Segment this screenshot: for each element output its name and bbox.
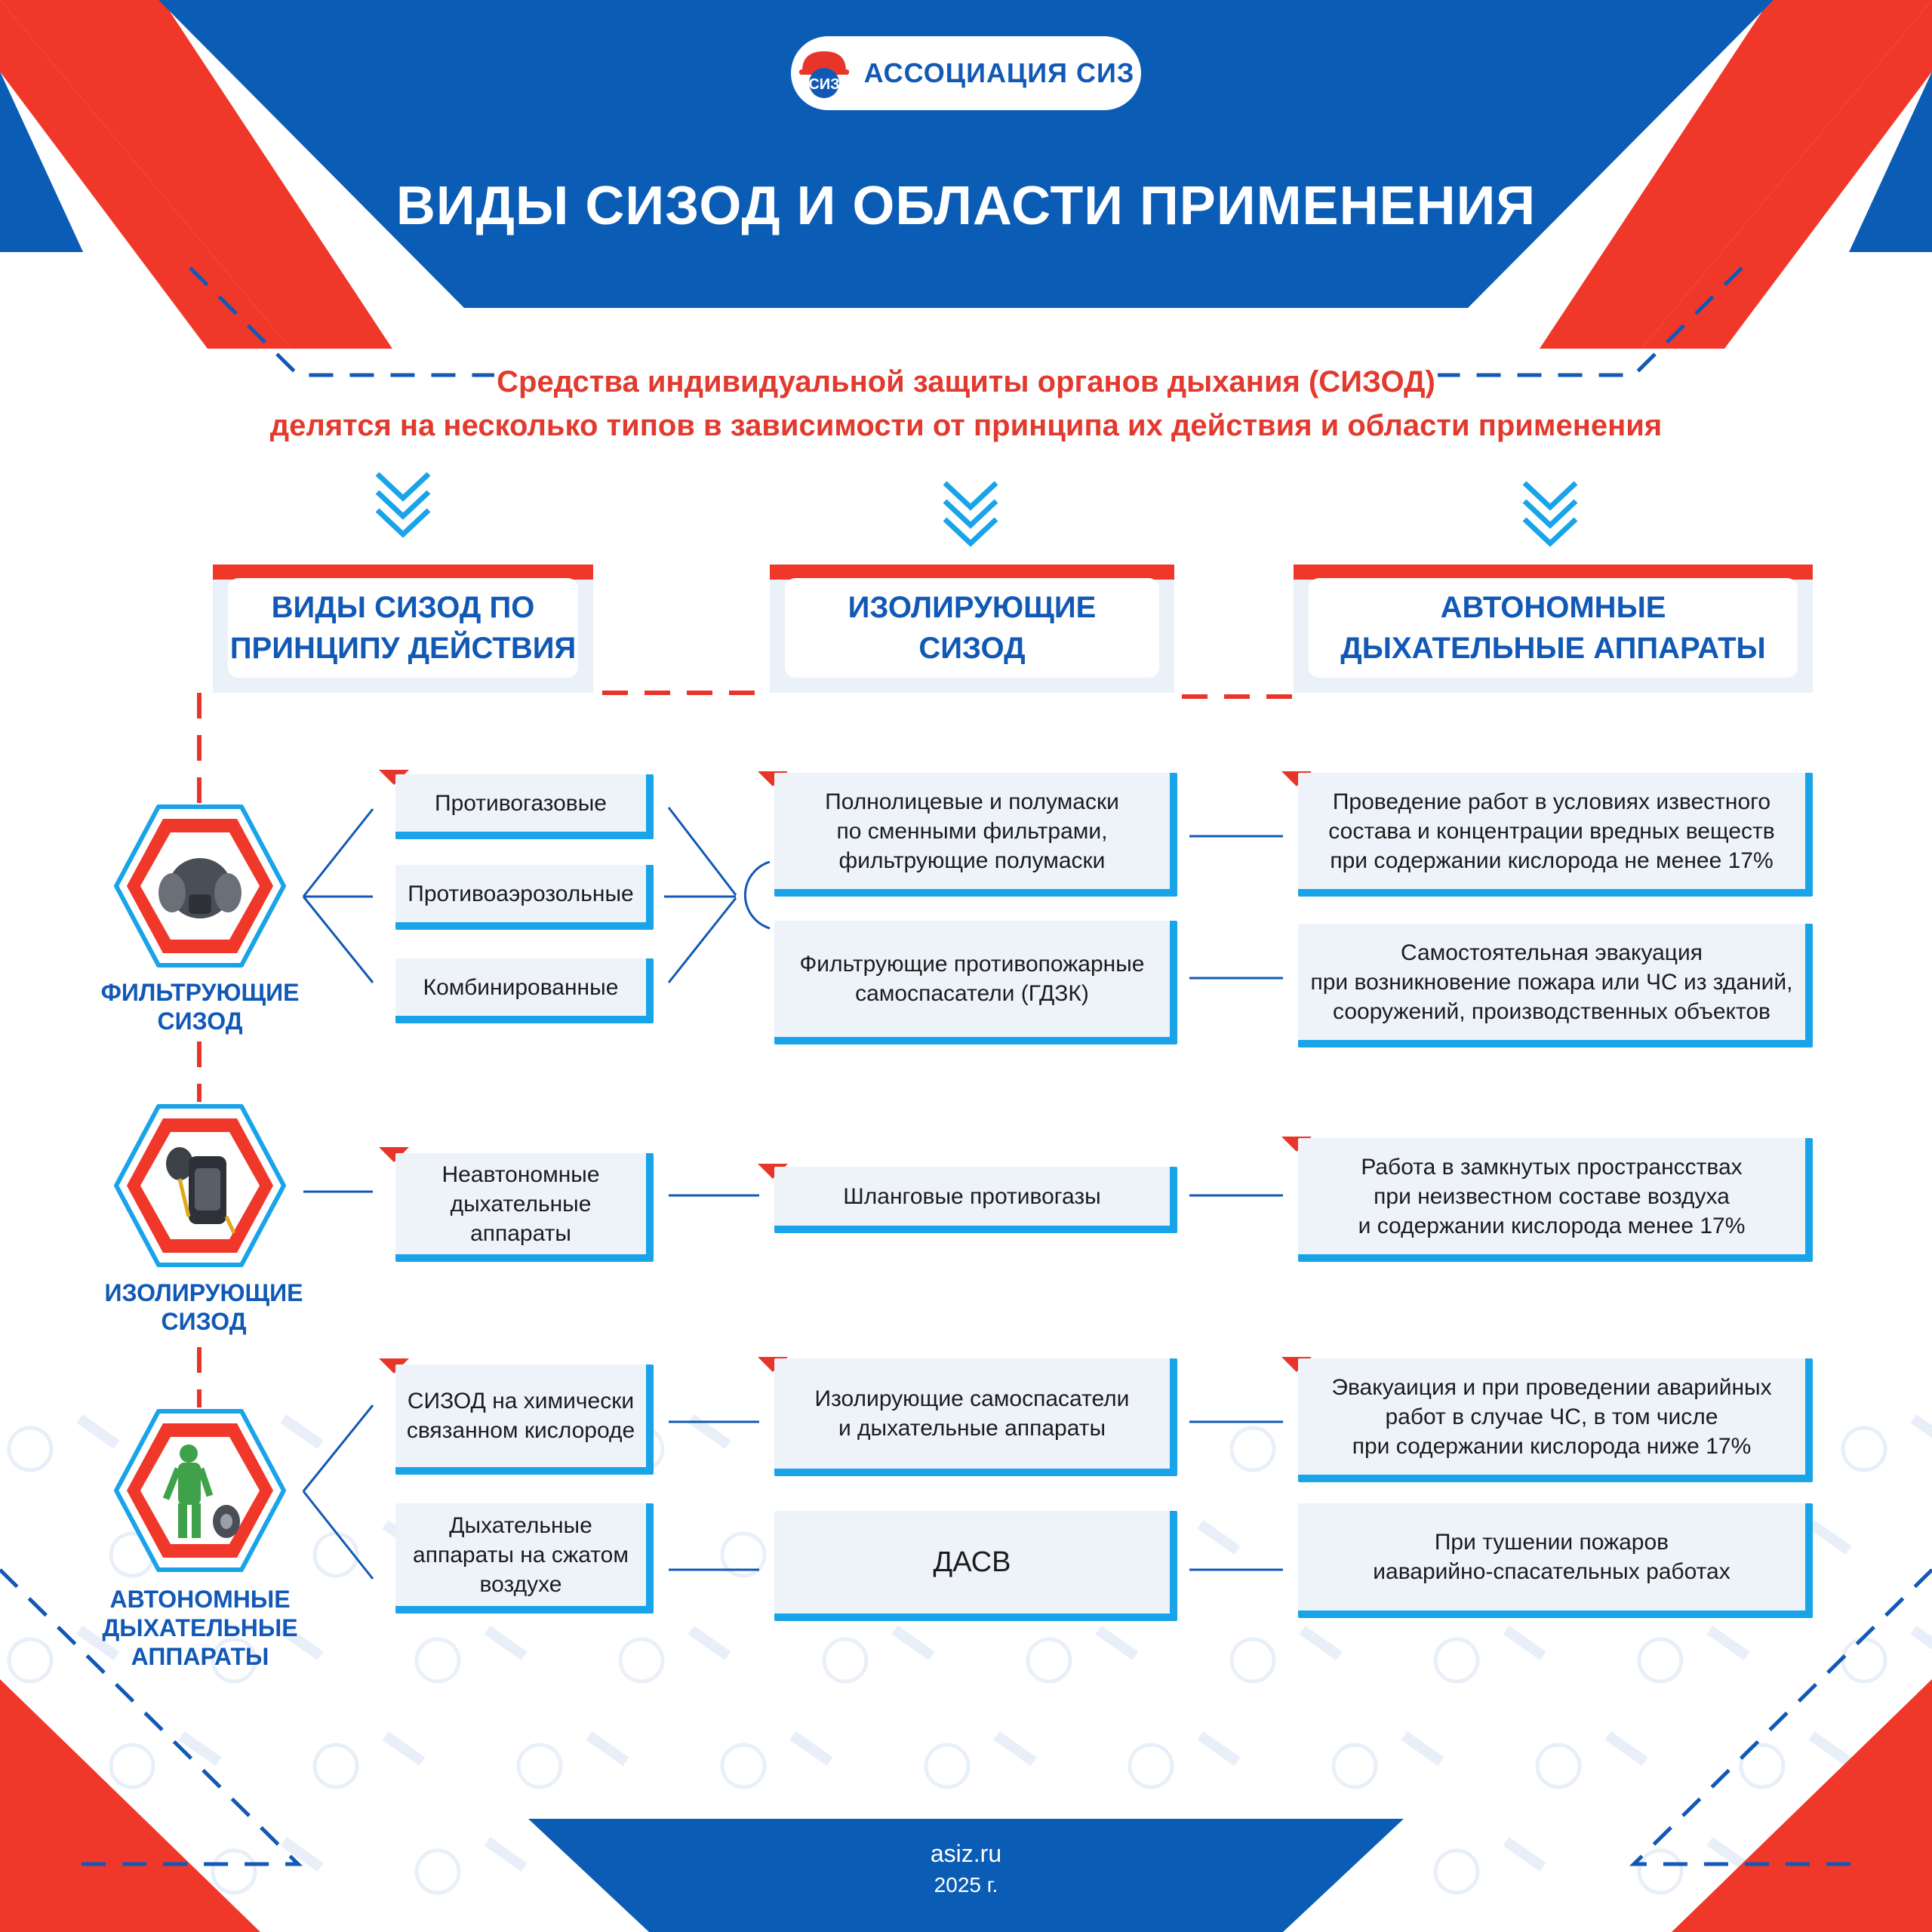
watermark-mark <box>822 1626 935 1684</box>
application-box-evacuation: Самостоятельная эвакуация при возникнове… <box>1298 924 1813 1048</box>
watermark-mark <box>211 1837 324 1895</box>
watermark-mark <box>1433 1837 1546 1895</box>
device-box-hose-masks: Шланговые противогазы <box>774 1167 1177 1233</box>
intro-line-1: Средства индивидуальной защиты органов д… <box>497 365 1435 398</box>
category-label-filtering: ФИЛЬТРУЮЩИЕ СИЗОД <box>100 979 300 1035</box>
device-box-fire-self-rescuers: Фильтрующие противопожарные самоспасател… <box>774 921 1177 1044</box>
page-title: ВИДЫ СИЗОД И ОБЛАСТИ ПРИМЕНЕНИЯ <box>395 176 1537 236</box>
category-label-isolating: ИЗОЛИРУЮЩИЕ СИЗОД <box>104 1279 303 1335</box>
watermark-mark <box>618 1626 731 1684</box>
breathing-apparatus-icon <box>114 1104 286 1267</box>
chevron-down-icon <box>1522 481 1578 547</box>
category-label-autonomous: АВТОНОМНЫЕ ДЫХАТЕЛЬНЫЕ АППАРАТЫ <box>102 1586 298 1670</box>
type-box-combined: Комбинированные <box>395 958 654 1023</box>
watermark-mark <box>1739 1731 1852 1789</box>
watermark-mark <box>109 1731 222 1789</box>
svg-text:СИЗ: СИЗ <box>808 76 839 93</box>
watermark-mark <box>1535 1731 1648 1789</box>
application-box-known-composition: Проведение работ в условиях известного с… <box>1298 773 1813 897</box>
column-header-autonomous: АВТОНОМНЫЕ ДЫХАТЕЛЬНЫЕ АППАРАТЫ <box>1294 565 1813 693</box>
device-box-masks: Полнолицевые и полумаски по сменными фил… <box>774 773 1177 897</box>
type-box-compressed-air: Дыхательные аппараты на сжатом воздухе <box>395 1503 654 1614</box>
brand-name: АССОЦИАЦИЯ СИЗ <box>863 57 1135 88</box>
watermark-mark <box>924 1731 1037 1789</box>
watermark-mark <box>1026 1626 1139 1684</box>
watermark-mark <box>211 1626 324 1684</box>
watermark-mark <box>1637 1626 1750 1684</box>
watermark-mark <box>312 1731 426 1789</box>
footer-site: asiz.ru <box>930 1840 1002 1867</box>
column-header-principle: ВИДЫ СИЗОД ПО ПРИНЦИПУ ДЕЙСТВИЯ <box>213 565 593 693</box>
application-box-firefighting: При тушении пожаров иаварийно-спасательн… <box>1298 1503 1813 1618</box>
watermark-mark <box>414 1837 528 1895</box>
watermark-mark <box>1229 1626 1343 1684</box>
watermark-mark <box>1128 1731 1241 1789</box>
watermark-mark <box>7 1626 120 1684</box>
firefighter-suit-icon <box>114 1409 286 1572</box>
device-box-dasv: ДАСВ <box>774 1511 1177 1621</box>
application-box-emergency: Эвакуаиция и при проведении аварийных ра… <box>1298 1358 1813 1482</box>
watermark-mark <box>516 1731 629 1789</box>
column-header-isolating: ИЗОЛИРУЮЩИЕ СИЗОД <box>770 565 1174 693</box>
device-box-isolating-self-rescuers: Изолирующие самоспасатели и дыхательные … <box>774 1358 1177 1476</box>
watermark-mark <box>414 1626 528 1684</box>
chevron-down-icon <box>943 481 998 547</box>
watermark-mark <box>1331 1731 1444 1789</box>
application-box-confined-spaces: Работа в замкнутых пространсствах при не… <box>1298 1138 1813 1262</box>
watermark-mark <box>1637 1837 1750 1895</box>
type-box-chemical-oxygen: СИЗОД на химически связанном кислороде <box>395 1364 654 1475</box>
brand-logo: СИЗ АССОЦИАЦИЯ СИЗ <box>791 36 1141 110</box>
watermark-mark <box>1433 1626 1546 1684</box>
helmet-logo-icon: СИЗ <box>798 51 849 98</box>
type-box-non-autonomous: Неавтономные дыхательные аппараты <box>395 1153 654 1262</box>
chevron-down-icon <box>375 472 431 538</box>
watermark-mark <box>720 1731 833 1789</box>
watermark-mark <box>7 1414 120 1472</box>
type-box-aerosol: Противоаэрозольные <box>395 865 654 930</box>
intro-line-2: делятся на несколько типов в зависимости… <box>269 409 1663 442</box>
half-mask-respirator-icon <box>114 804 286 968</box>
type-box-gas: Противогазовые <box>395 774 654 839</box>
footer-year: 2025 г. <box>934 1873 998 1897</box>
watermark-mark <box>1841 1414 1932 1472</box>
